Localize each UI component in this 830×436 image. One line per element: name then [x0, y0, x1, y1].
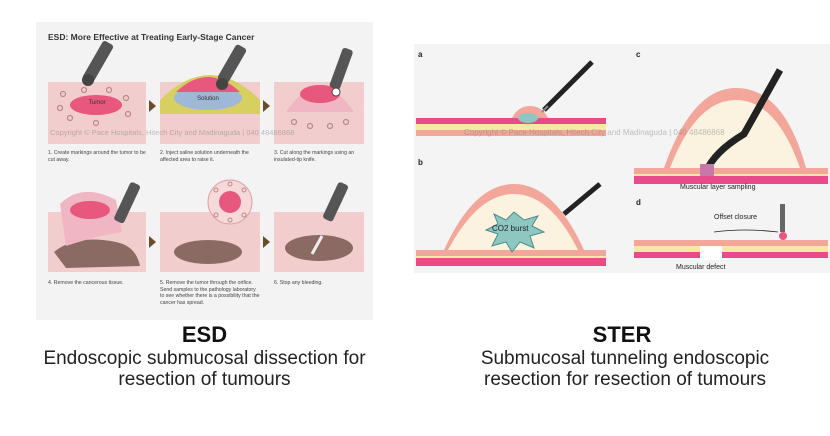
esd-step-6-illustration: [274, 182, 364, 272]
ster-panel-a-illustration: [416, 60, 606, 136]
esd-heading: ESD: [181, 322, 228, 347]
ster-panel-b-illustration: [416, 182, 606, 266]
solution-label: Solution: [197, 96, 219, 102]
ster-subtitle: Submucosal tunneling endoscopic resectio…: [480, 348, 770, 390]
esd-step-6-caption: 6. Stop any bleeding.: [274, 280, 323, 286]
muscular-defect-label: Muscular defect: [676, 264, 726, 271]
esd-step-4-illustration: [48, 182, 146, 272]
tumor-label: Tumor: [88, 100, 106, 106]
esd-step-1-caption: 1. Create markings around the tumor to b…: [48, 150, 146, 163]
esd-step-5-caption: 5. Remove the tumor through the orifice.…: [160, 280, 260, 306]
esd-step-3-caption: 3. Cut along the markings using an insul…: [274, 150, 355, 163]
esd-step-1-illustration: [48, 41, 146, 144]
esd-figure-title: ESD: More Effective at Treating Early-St…: [48, 32, 255, 42]
co2-burst-label: CO2 burst: [492, 224, 529, 233]
ster-panel-b-letter: b: [418, 158, 423, 167]
esd-step-4-caption: 4. Remove the cancerous tissue.: [48, 280, 124, 286]
muscular-layer-sampling-label: Muscular layer sampling: [680, 184, 756, 191]
esd-step-2-caption: 2. Inject saline solution underneath the…: [160, 150, 249, 163]
ster-panel-a-letter: a: [418, 50, 423, 59]
ster-watermark: Copyright © Pace Hospitals, Hitech City …: [464, 128, 725, 137]
ster-figure: a b c d CO2 burst Muscular layer samplin…: [414, 44, 830, 273]
esd-steps-illustration: [48, 41, 364, 272]
ster-panel-c-illustration: [634, 68, 828, 184]
esd-step-5-illustration: [160, 179, 260, 272]
ster-panel-c-letter: c: [636, 50, 641, 59]
esd-figure: ESD: More Effective at Treating Early-St…: [36, 22, 373, 320]
ster-panel-d-letter: d: [636, 198, 641, 207]
esd-step-2-illustration: [160, 44, 260, 144]
ster-panel-d-illustration: [634, 204, 828, 260]
esd-step-3-illustration: [274, 47, 364, 144]
ster-heading: STER: [592, 322, 652, 347]
offset-closure-label: Offset closure: [714, 214, 758, 221]
ster-panels-illustration: [416, 60, 828, 266]
esd-watermark: Copyright © Pace Hospitals, Hitech City …: [50, 128, 295, 137]
esd-subtitle: Endoscopic submucosal dissection for res…: [43, 348, 366, 390]
